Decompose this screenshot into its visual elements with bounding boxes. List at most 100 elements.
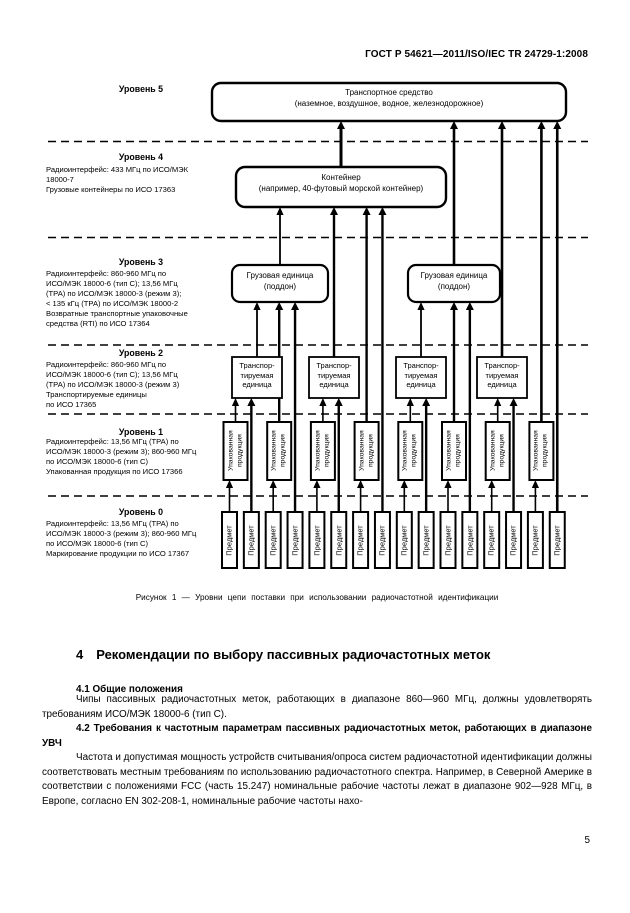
package-box-label-wrap: Упакованная продукция xyxy=(442,422,466,480)
package-box xyxy=(484,421,511,481)
container-box xyxy=(234,165,448,209)
arrowhead xyxy=(422,398,431,406)
arrowhead xyxy=(537,121,546,129)
section-title: Рекомендации по выбору пассивных радиоча… xyxy=(96,647,491,662)
item-box-label-wrap: Предмет xyxy=(309,512,324,568)
item-box-label-wrap: Предмет xyxy=(266,512,281,568)
item-box-label-wrap: Предмет xyxy=(441,512,456,568)
pallet-box-label: Грузовая единица (поддон) xyxy=(246,271,314,291)
standard-reference-header: ГОСТ Р 54621—2011/ISO/IEC TR 24729-1:200… xyxy=(365,49,588,60)
item-box-label-wrap: Предмет xyxy=(375,512,390,568)
item-box xyxy=(395,511,413,569)
vehicle-box xyxy=(210,81,568,123)
item-box xyxy=(505,511,523,569)
item-box-label-wrap: Предмет xyxy=(331,512,346,568)
container-box-label: Контейнер (например, 40-футовый морской … xyxy=(258,173,424,193)
level-0-side-text: Радиоинтерфейс: 13,56 МГц (ТРА) по ИСО/М… xyxy=(46,519,197,558)
item-box-label-wrap: Предмет xyxy=(244,512,259,568)
item-box xyxy=(264,511,282,569)
arrowhead xyxy=(465,302,474,310)
level-0-label: Уровень 0 xyxy=(118,507,164,517)
item-box xyxy=(330,511,348,569)
arrowhead xyxy=(362,207,371,215)
package-box-label-wrap: Упакованная продукция xyxy=(529,422,553,480)
page-number: 5 xyxy=(584,835,591,846)
item-box-label: Предмет xyxy=(443,524,453,556)
transport-unit-box xyxy=(395,356,447,399)
item-box xyxy=(548,511,566,569)
item-box-label: Предмет xyxy=(465,524,475,556)
package-box-label: Упакованная продукция xyxy=(270,430,287,472)
arrowhead xyxy=(378,207,387,215)
item-box-label: Предмет xyxy=(312,524,322,556)
section-heading: 4 Рекомендации по выбору пассивных радиоч… xyxy=(76,647,490,662)
package-box-label: Упакованная продукция xyxy=(445,430,461,472)
transport-unit-box xyxy=(476,356,528,399)
package-box-label: Упакованная продукция xyxy=(226,430,243,472)
package-box xyxy=(309,421,336,481)
arrowhead xyxy=(231,398,240,406)
level-3-side-text: Радиоинтерфейс: 860-960 МГц по ИСО/МЭК 1… xyxy=(46,269,188,328)
item-box xyxy=(461,511,479,569)
package-box-label-wrap: Упакованная продукция xyxy=(311,422,335,480)
item-box xyxy=(286,511,304,569)
arrowhead xyxy=(488,480,496,488)
figure-caption: Рисунок 1 — Уровни цепи поставки при исп… xyxy=(135,593,499,602)
package-box-label-wrap: Упакованная продукция xyxy=(398,422,422,480)
item-box-label: Предмет xyxy=(530,524,540,556)
arrowhead xyxy=(253,302,261,310)
item-box-label: Предмет xyxy=(421,524,431,556)
item-box-label-wrap: Предмет xyxy=(288,512,303,568)
level-3-label: Уровень 3 xyxy=(118,257,164,267)
package-box-label: Упакованная продукция xyxy=(358,430,374,472)
arrowhead xyxy=(313,480,321,488)
arrowhead xyxy=(450,302,458,310)
package-box-label: Упакованная продукция xyxy=(532,430,549,472)
level-1-label: Уровень 1 xyxy=(118,427,164,437)
level-4-label: Уровень 4 xyxy=(118,152,164,162)
package-box-label-wrap: Упакованная продукция xyxy=(267,422,291,480)
arrowhead xyxy=(319,398,327,406)
transport-unit-box xyxy=(308,356,360,399)
arrowhead xyxy=(406,398,414,406)
arrowhead xyxy=(291,302,300,310)
pallet-box xyxy=(230,263,330,304)
arrowhead xyxy=(531,480,539,488)
arrowhead xyxy=(337,121,345,129)
arrowhead xyxy=(509,398,518,406)
level-5-label: Уровень 5 xyxy=(118,84,164,94)
level-4-side-text: Радиоинтерфейс: 433 МГц по ИСО/МЭК 18000… xyxy=(46,165,189,194)
package-box xyxy=(528,421,555,481)
package-box xyxy=(222,421,249,481)
item-box-label-wrap: Предмет xyxy=(550,512,565,568)
arrowhead xyxy=(247,398,256,406)
item-box-label-wrap: Предмет xyxy=(397,512,412,568)
item-box-label-wrap: Предмет xyxy=(419,512,434,568)
item-box-label-wrap: Предмет xyxy=(506,512,521,568)
package-box-label: Упакованная продукция xyxy=(489,430,505,472)
arrowhead xyxy=(334,398,343,406)
item-box-label-wrap: Предмет xyxy=(353,512,368,568)
item-box-label: Предмет xyxy=(487,524,497,556)
arrowhead xyxy=(400,480,408,488)
item-box-label: Предмет xyxy=(399,524,409,556)
item-box xyxy=(439,511,457,569)
item-box-label: Предмет xyxy=(377,524,387,556)
item-box-label: Предмет xyxy=(268,524,278,556)
item-box-label-wrap: Предмет xyxy=(484,512,499,568)
item-box-label-wrap: Предмет xyxy=(222,512,237,568)
section-number: 4 xyxy=(76,647,84,662)
transport-unit-box-label: Транспор- тируемая единица xyxy=(403,361,439,390)
subsection-42-heading: 4.2 Требования к частотным параметрам па… xyxy=(42,723,592,749)
item-box xyxy=(526,511,544,569)
arrowhead xyxy=(417,302,425,310)
figure-canvas xyxy=(48,81,588,569)
item-box-label: Предмет xyxy=(246,524,256,556)
arrowhead xyxy=(494,398,502,406)
arrowhead xyxy=(275,302,284,310)
item-box-label: Предмет xyxy=(509,524,519,556)
arrowhead xyxy=(330,207,338,215)
arrowhead xyxy=(553,121,562,129)
arrowhead xyxy=(225,480,234,488)
